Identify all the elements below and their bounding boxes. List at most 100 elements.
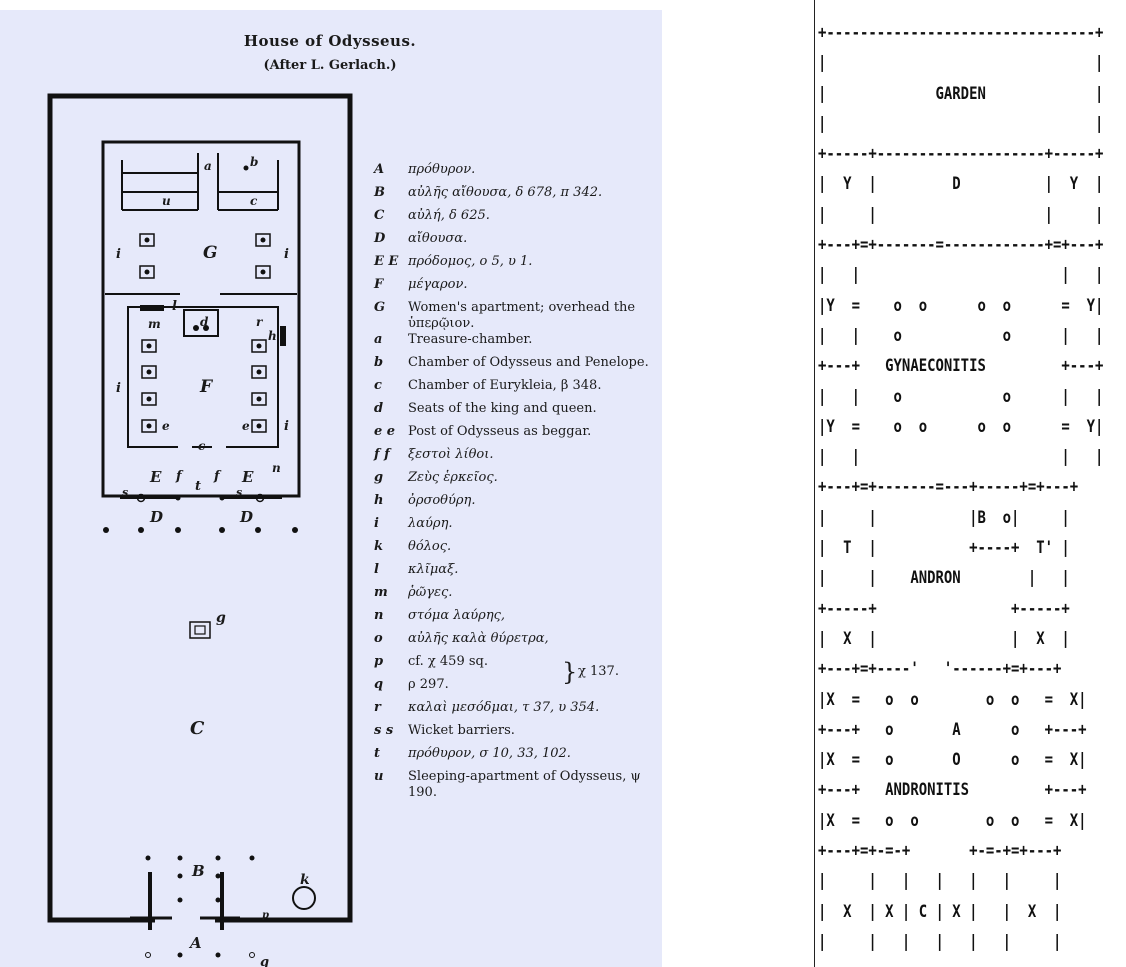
ascii-line: | | | | [818,204,1104,225]
ascii-line: +---+=+-------=---+-----+=+---+ [818,477,1079,498]
label-g: g [216,610,226,626]
ascii-line: +--------------------------------+ [818,23,1104,43]
ascii-plan-panel: +--------------------------------+ | | |… [818,18,1122,958]
columns-F [141,339,267,433]
barrier-post [255,493,265,503]
label-A: A [188,934,202,952]
stair-block [140,305,164,311]
inner-house-wall [101,140,301,498]
label-s-left: s [122,486,128,499]
label-D-right: D [239,508,253,526]
ascii-line: |X = o o o o = X| [818,689,1087,710]
ascii-line: +---+ ANDRONITIS +---+ [818,780,1087,801]
ascii-line: | T | +----+ T' | [818,538,1070,559]
altar-zeus [189,621,211,639]
label-a: a [204,159,212,173]
columns-G [139,233,271,279]
label-E-right: E [241,468,254,486]
ascii-line: |X = o o o o = X| [818,810,1087,831]
label-C: C [190,718,205,739]
ascii-line: | | |B o| | [818,507,1070,528]
ascii-line: | X | X | C | X | | X | [818,901,1062,922]
brace-reference: χ 137. [578,664,619,679]
ascii-line: | | o o | | [818,386,1104,407]
ascii-line: | | | | [818,265,1104,286]
label-f-right: f [213,469,222,484]
ascii-line: | | | | | | | [818,931,1062,952]
ascii-line: |Y = o o o o = Y| [818,416,1104,437]
ascii-line: | GARDEN | [818,83,1104,104]
label-e-right: e [242,419,250,433]
ascii-line: | X | | X | [818,628,1070,649]
entrance-gap [155,915,215,925]
ascii-line: | | ANDRON | | [818,568,1070,589]
colonnade-D [103,527,298,533]
label-b: b [250,155,258,169]
label-D-left: D [149,508,163,526]
ascii-line: | | o o | | [818,325,1104,346]
ascii-line: | | [818,53,1104,74]
ascii-line: +---+ GYNAECONITIS +---+ [818,356,1104,377]
label-h: h [268,329,277,343]
label-G: G [203,243,218,263]
postern-block [280,326,286,346]
outer-wall [47,93,353,923]
seat-dot [193,325,199,331]
floor-plan-drawing: a b u c G i i l m d r h F i i e e c E E … [47,93,353,967]
king-queen-seats [183,309,219,337]
label-i-left-lower: i [116,381,121,396]
barrier-post [219,495,225,501]
label-u: u [162,194,171,208]
plan-subtitle: (After L. Gerlach.) [263,58,397,73]
label-i-left-upper: i [116,247,121,262]
ascii-line: | Y | D | Y | [818,174,1104,195]
door-gap [212,442,226,452]
ascii-line: +---+=+-------=------------+=+---+ [818,235,1104,256]
altar-inner [194,625,206,635]
ascii-line: | | | | [818,447,1104,468]
ascii-floor-plan: +--------------------------------+ | | |… [818,18,1103,958]
colonnade-B [145,855,255,958]
ascii-line: | | | | | | | [818,871,1062,892]
megaron-wall [127,306,279,448]
label-m: m [148,317,161,331]
panel-divider [814,0,815,967]
label-i-right-upper: i [284,247,289,262]
label-n: n [272,461,281,475]
label-E-left: E [149,468,162,486]
ascii-line: |X = o O o = X| [818,750,1087,771]
tholos [292,886,316,910]
door-gap [178,442,192,452]
label-c: c [250,194,258,208]
ascii-line: +-----+ +-----+ [818,598,1070,619]
label-e-left: e [162,419,170,433]
label-f-left: f [175,469,184,484]
label-r-top: r [256,315,264,329]
ascii-line: |Y = o o o o = Y| [818,295,1104,316]
label-c-lower: c [198,439,206,453]
